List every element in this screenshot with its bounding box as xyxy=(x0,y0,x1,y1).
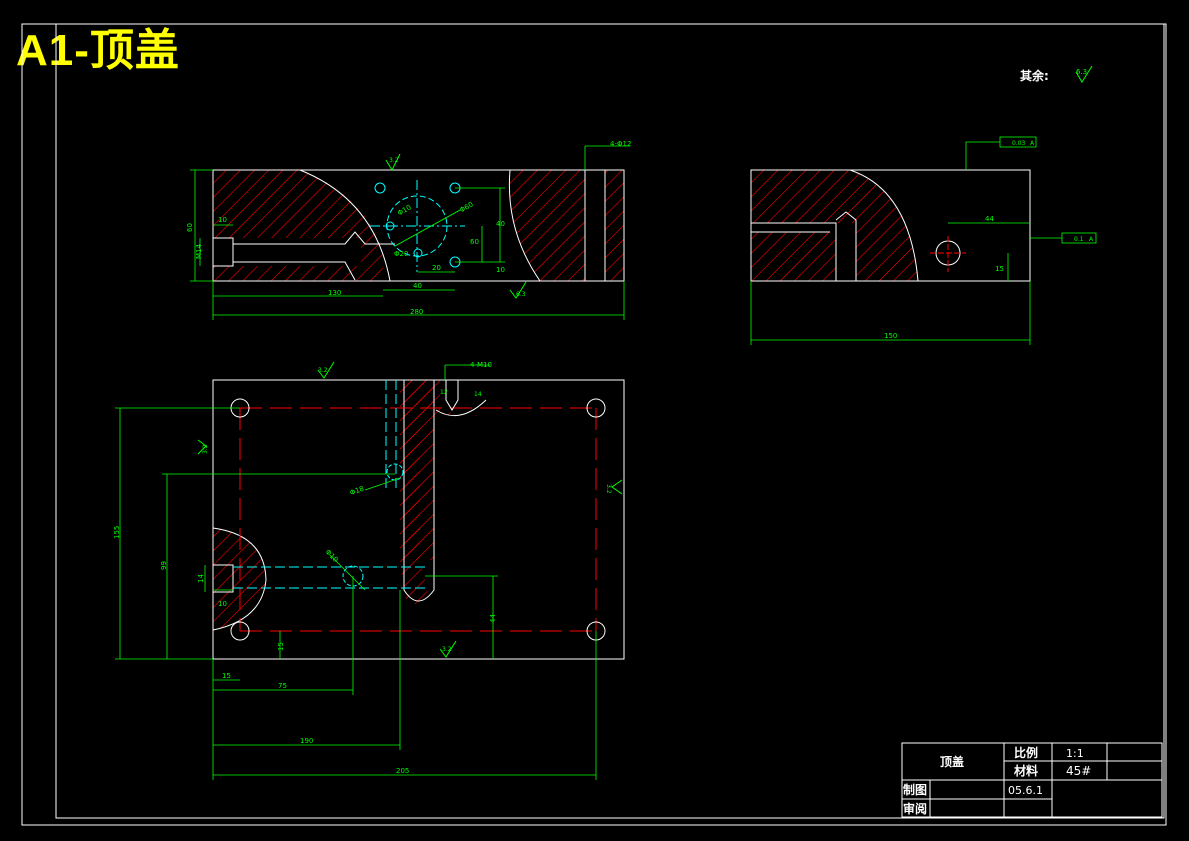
top-dim-205: 205 xyxy=(396,767,409,775)
side-stem xyxy=(835,211,857,281)
front-dim-10v: 10 xyxy=(496,266,505,274)
top-roughness-right xyxy=(611,479,623,495)
front-bore xyxy=(213,237,234,267)
roughness-note: 其余: xyxy=(1020,68,1049,83)
front-dim-20: 20 xyxy=(432,264,441,272)
top-dim-14: 14 xyxy=(197,574,205,583)
top-dim-99: 99 xyxy=(160,561,168,570)
front-roughness-bottom xyxy=(509,281,527,299)
side-clear-bore xyxy=(751,223,836,232)
top-dim-15h: 15 xyxy=(222,672,231,680)
front-dim-280: 280 xyxy=(410,308,423,316)
title-block xyxy=(901,742,1163,818)
side-view: 44 15 150 0.03 A 0.1 A xyxy=(750,136,1097,345)
front-dim-40v: 40 xyxy=(496,220,505,228)
front-hatch-left-cut xyxy=(300,170,390,281)
front-bore-long-b xyxy=(233,261,356,281)
front-clear-bore xyxy=(213,238,361,266)
front-leader-phi60 xyxy=(394,209,461,247)
top-roughness-right-value: 3.2 xyxy=(605,484,612,494)
front-dim-60: 60 xyxy=(186,223,194,232)
front-roughness-top-value: 3.2 xyxy=(389,157,399,164)
roughness-symbol-general xyxy=(1075,65,1093,83)
top-dim-12: 12 xyxy=(440,389,448,396)
side-tol-perp: 0.1 xyxy=(1074,236,1084,243)
top-tapped-arc xyxy=(435,399,487,417)
front-dim-phi60: Φ60 xyxy=(458,200,474,214)
top-roughness-left xyxy=(197,439,207,455)
front-dim-40h: 40 xyxy=(413,282,422,290)
top-tapped-hole xyxy=(445,380,459,411)
front-dim-130: 130 xyxy=(328,289,341,297)
front-dim-phi20: Φ20 xyxy=(394,250,408,258)
front-clear-hole xyxy=(585,170,605,281)
tb-material-value: 45# xyxy=(1066,764,1091,778)
top-dim-10: 10 xyxy=(218,600,227,608)
tb-drawn-label: 制图 xyxy=(903,782,927,797)
front-hole-1 xyxy=(374,182,386,194)
top-bolt-hole-bl xyxy=(230,621,250,641)
front-dim-phi10: Φ10 xyxy=(396,203,412,217)
front-roughness-top xyxy=(385,153,401,172)
side-dim-44: 44 xyxy=(985,215,994,223)
top-roughness-top-value: 3.2 xyxy=(318,367,328,374)
front-arc-left xyxy=(299,169,391,282)
side-dim-150: 150 xyxy=(884,332,897,340)
top-hatch-vertical xyxy=(404,380,434,560)
top-dim-phi10: Φ10 xyxy=(324,548,340,564)
tb-material-label: 材料 xyxy=(1013,763,1038,778)
top-roughness-bottom xyxy=(439,640,457,658)
side-dimensions xyxy=(750,136,1097,345)
front-bore-long xyxy=(233,231,395,245)
sheet-title: A1-顶盖 xyxy=(16,26,180,75)
top-roughness-top xyxy=(317,361,335,379)
tb-review-label: 审阅 xyxy=(903,801,927,816)
top-dim-14b: 14 xyxy=(474,391,482,398)
outer-border xyxy=(21,23,1167,826)
tb-scale-value: 1:1 xyxy=(1066,747,1084,760)
top-outline xyxy=(212,379,625,660)
top-roughness-bottom-value: 3.2 xyxy=(442,646,452,653)
front-outline xyxy=(212,169,625,282)
top-bore xyxy=(213,564,234,593)
front-dim-m14: M14 xyxy=(195,244,203,259)
tb-scale-label: 比例 xyxy=(1014,745,1038,760)
front-dim-10: 10 xyxy=(218,216,227,224)
tb-part-name: 顶盖 xyxy=(940,754,964,769)
side-tol-parallel: 0.03 xyxy=(1012,140,1026,147)
top-view: 155 99 14 10 15 44 15 75 190 205 Φ18 Φ10… xyxy=(113,361,625,780)
top-dim-190: 190 xyxy=(300,737,313,745)
side-tol-parallel-ref: A xyxy=(1030,140,1035,147)
front-roughness-bottom-value: 6.3 xyxy=(516,291,526,298)
side-arc xyxy=(849,169,919,282)
top-dim-phi18: Φ18 xyxy=(349,485,365,497)
top-dim-155: 155 xyxy=(113,526,121,539)
roughness-note-value: 6.3 xyxy=(1076,68,1087,76)
side-clear-stem xyxy=(836,223,856,281)
front-dim-holes: 4-Φ12 xyxy=(610,140,631,148)
top-dim-15v: 15 xyxy=(277,642,285,651)
front-hole-4 xyxy=(413,248,423,258)
top-bolt-hole-tr xyxy=(586,398,606,418)
side-bore xyxy=(751,222,837,281)
side-dim-15: 15 xyxy=(995,265,1004,273)
top-dim-m10: 4-M10 xyxy=(470,361,492,369)
top-dimensions xyxy=(115,364,597,780)
front-dim-60v: 60 xyxy=(470,238,479,246)
top-slot xyxy=(403,380,435,602)
front-dimensions xyxy=(190,145,630,320)
front-view: 10 60 M14 130 40 20 280 40 60 10 Φ60 Φ10… xyxy=(186,140,631,320)
side-outline xyxy=(750,169,1031,282)
inner-border xyxy=(55,23,1165,819)
tb-drawn-date: 05.6.1 xyxy=(1008,784,1043,797)
front-hatch-right xyxy=(509,170,624,281)
top-dim-75: 75 xyxy=(278,682,287,690)
top-roughness-left-value: 3.2 xyxy=(202,444,209,454)
top-dim-44: 44 xyxy=(489,614,497,623)
side-tol-perp-ref: A xyxy=(1089,236,1094,243)
front-arc-right xyxy=(508,169,541,282)
